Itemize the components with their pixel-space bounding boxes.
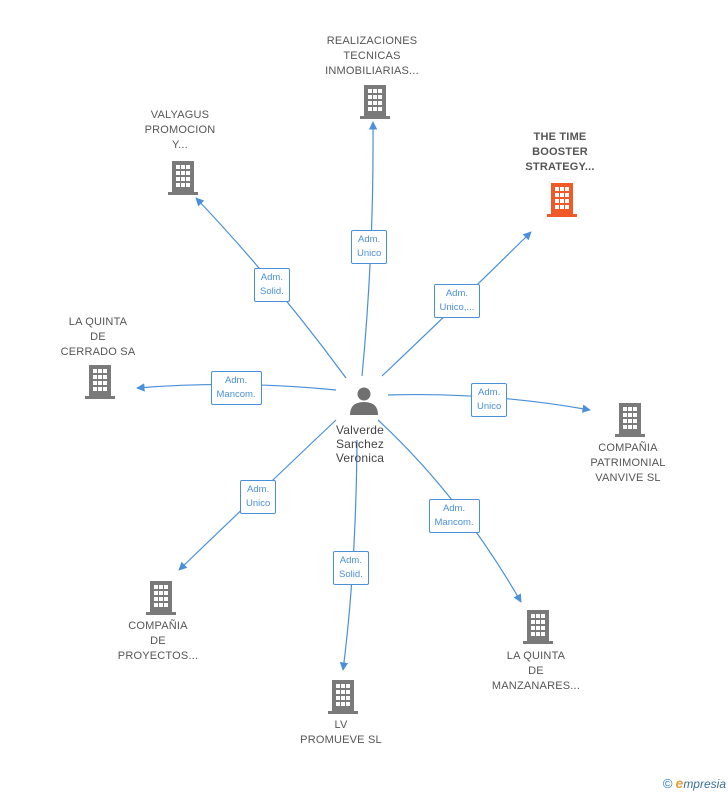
text-line: PROYECTOS... (117, 650, 199, 662)
relation-badge-time-booster[interactable]: Adm. Unico,... (433, 284, 481, 318)
text-line: Y... (172, 139, 188, 151)
company-name-realizaciones[interactable]: REALIZACIONES TECNICAS INMOBILIARIAS... (292, 34, 452, 79)
text-line: PROMOCION (144, 124, 216, 136)
text-line: Veronica (335, 451, 385, 465)
text-line: Unico,... (439, 302, 475, 313)
text-line: Adm. (260, 272, 283, 283)
text-line: CERRADO SA (60, 346, 136, 358)
text-line: Solid. (339, 569, 363, 580)
text-line: Adm. (358, 234, 381, 245)
person-icon[interactable] (350, 387, 378, 416)
text-line: LA QUINTA (68, 316, 128, 328)
copyright-icon: © (662, 775, 673, 791)
text-line: Adm. (442, 503, 466, 514)
text-line: THE TIME (533, 131, 587, 143)
text-line: VALYAGUS (150, 109, 210, 121)
text-line: INMOBILIARIAS... (325, 65, 419, 77)
relation-badge-vanvive[interactable]: Adm. Unico (471, 383, 508, 417)
company-name-proyectos[interactable]: COMPAÑIA DE PROYECTOS... (78, 619, 238, 664)
company-name-vanvive[interactable]: COMPAÑIA PATRIMONIAL VANVIVE SL (548, 441, 708, 486)
text-line: STRATEGY... (525, 161, 595, 173)
footer-brand[interactable]: © empresia (663, 775, 726, 791)
company-name-time-booster[interactable]: THE TIME BOOSTER STRATEGY... (480, 130, 640, 175)
building-icon[interactable] (146, 581, 176, 615)
relation-badge-realizaciones[interactable]: Adm. Unico (351, 230, 388, 264)
company-name-valyagus[interactable]: VALYAGUS PROMOCION Y... (100, 108, 260, 153)
building-icon[interactable] (523, 610, 553, 644)
relation-badge-proyectos[interactable]: Adm. Unico (240, 480, 277, 514)
relation-badge-quinta-manzanares[interactable]: Adm. Mancom. (428, 499, 480, 533)
text-line: PATRIMONIAL (590, 457, 666, 469)
relation-badge-quinta-cerrado[interactable]: Adm. Mancom. (210, 371, 262, 405)
nodes (85, 85, 645, 714)
text-line: Unico (477, 401, 502, 412)
building-icon[interactable] (547, 183, 577, 217)
text-line: Mancom. (434, 517, 474, 528)
text-line: COMPAÑIA (598, 442, 658, 454)
text-line: LA QUINTA (506, 650, 566, 662)
building-icon[interactable] (85, 365, 115, 399)
brand-logo: empresia (675, 775, 726, 791)
building-icon[interactable] (328, 680, 358, 714)
company-name-quinta-cerrado[interactable]: LA QUINTA DE CERRADO SA (18, 315, 178, 360)
text-line: MANZANARES... (491, 680, 581, 692)
building-icon[interactable] (615, 403, 645, 437)
relation-badge-valyagus[interactable]: Adm. Solid. (254, 268, 290, 302)
text-line: DE (528, 665, 544, 677)
relation-badge-promueve[interactable]: Adm. Solid. (333, 551, 369, 585)
company-name-promueve[interactable]: LV PROMUEVE SL (261, 718, 421, 748)
building-icon[interactable] (360, 85, 390, 119)
text-line: Adm. (445, 288, 469, 299)
text-line: DE (90, 331, 106, 343)
text-line: Adm. (478, 387, 501, 398)
text-line: Unico (357, 248, 382, 259)
building-icon[interactable] (168, 161, 198, 195)
text-line: LV (334, 719, 348, 731)
text-line: Sanchez (335, 437, 385, 451)
company-name-quinta-manzanares[interactable]: LA QUINTA DE MANZANARES... (456, 649, 616, 694)
text-line: VANVIVE SL (595, 472, 661, 484)
text-line: Unico (246, 498, 271, 509)
text-line: Adm. (224, 375, 248, 386)
text-line: COMPAÑIA (128, 620, 188, 632)
text-line: Solid. (260, 286, 284, 297)
text-line: REALIZACIONES (326, 35, 418, 47)
text-line: BOOSTER (532, 146, 588, 158)
text-line: Valverde (335, 423, 385, 437)
text-line: Adm. (247, 484, 270, 495)
text-line: TECNICAS (343, 50, 401, 62)
text-line: DE (150, 635, 166, 647)
text-line: Mancom. (216, 389, 256, 400)
text-line: Adm. (339, 555, 362, 566)
text-line: PROMUEVE SL (300, 734, 382, 746)
